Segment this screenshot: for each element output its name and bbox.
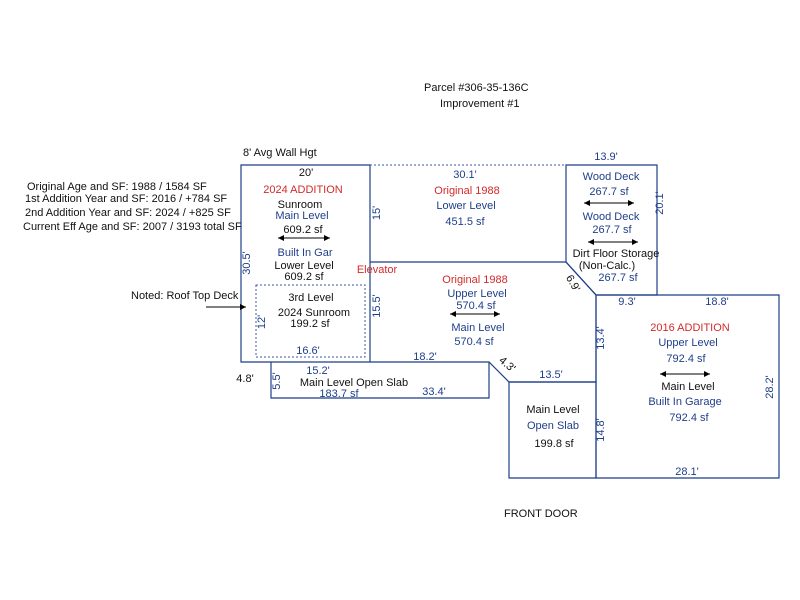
roof-deck-arrow [206, 304, 246, 310]
original-age-note: Original Age and SF: 1988 / 1584 SF [27, 181, 207, 193]
open-slab-1-label: Main Level Open Slab [300, 377, 408, 389]
dim-13-5: 13.5' [539, 369, 563, 381]
dim-18-2: 18.2' [413, 351, 437, 363]
non-calc-label: (Non-Calc.) [579, 260, 635, 272]
wood-deck-sf-1: 267.7 sf [589, 186, 629, 198]
2024-addition-title: 2024 ADDITION [263, 184, 343, 196]
wood-deck-label-2: Wood Deck [583, 211, 640, 223]
dirt-floor-storage-label: Dirt Floor Storage [573, 248, 660, 260]
3rd-level-label: 3rd Level [288, 292, 333, 304]
dim-15-5: 15.5' [371, 294, 383, 318]
dim-9-3: 9.3' [618, 296, 635, 308]
2024-main-level-label: Main Level [275, 210, 328, 222]
original-lower-sf: 451.5 sf [445, 216, 485, 228]
dim-18-8: 18.8' [705, 296, 729, 308]
roof-deck-note: Noted: Roof Top Deck [131, 290, 239, 302]
wall-height-note: 8' Avg Wall Hgt [243, 147, 317, 159]
2024-lower-sf: 609.2 sf [284, 271, 324, 283]
2024-sunroom-label: Sunroom [278, 199, 323, 211]
2016-upper-level-label: Upper Level [658, 337, 717, 349]
wood-deck-sf-2: 267.7 sf [592, 224, 632, 236]
2024-built-in-gar-label: Built In Gar [277, 247, 332, 259]
dim-28-1: 28.1' [675, 466, 699, 478]
dim-12: 12' [256, 315, 268, 329]
arrow-dirt-storage [588, 239, 638, 245]
dim-15: 15' [371, 206, 383, 220]
dim-30-1: 30.1' [453, 169, 477, 181]
wall-3rd-level-sunroom [255, 284, 366, 358]
dirt-floor-sf: 267.7 sf [598, 272, 638, 284]
current-eff-note: Current Eff Age and SF: 2007 / 3193 tota… [23, 221, 242, 233]
original-lower-level-label: Lower Level [436, 200, 495, 212]
dim-14-8: 14.8' [595, 418, 607, 442]
front-door-label: FRONT DOOR [504, 508, 578, 520]
dim-4-8: 4.8' [236, 373, 253, 385]
arrow-original-upper [450, 311, 500, 317]
dim-15-2: 15.2' [306, 365, 330, 377]
parcel-number: Parcel #306-35-136C [424, 82, 529, 94]
addition1-note: 1st Addition Year and SF: 2016 / +784 SF [25, 193, 227, 205]
elevator-label: Elevator [357, 264, 398, 276]
arrow-2016-addition [660, 371, 710, 377]
2024-lower-level-label: Lower Level [274, 260, 333, 272]
2016-addition-title: 2016 ADDITION [650, 322, 730, 334]
original-lower-title: Original 1988 [434, 185, 499, 197]
original-upper-level-label: Upper Level [447, 288, 506, 300]
original-main-sf: 570.4 sf [454, 336, 494, 348]
2016-upper-sf: 792.4 sf [666, 353, 706, 365]
addition2-note: 2nd Addition Year and SF: 2024 / +825 SF [25, 207, 231, 219]
2016-main-level-label: Main Level [661, 381, 714, 393]
open-slab-1-sf: 183.7 sf [319, 388, 359, 400]
open-slab-2-label-1: Main Level [526, 404, 579, 416]
3rd-level-sf: 199.2 sf [290, 318, 330, 330]
arrow-wood-deck [584, 200, 634, 206]
wall-open-slab-front [508, 381, 597, 479]
wall-open-slab-left [270, 362, 490, 399]
dim-13-9: 13.9' [594, 151, 618, 163]
dim-30-5: 30.5' [241, 251, 253, 275]
original-upper-title: Original 1988 [442, 274, 507, 286]
2016-main-sf: 792.4 sf [669, 412, 709, 424]
original-upper-sf: 570.4 sf [456, 300, 496, 312]
2024-sunroom-3rd-label: 2024 Sunroom [278, 307, 350, 319]
original-main-level-label: Main Level [451, 322, 504, 334]
2024-main-sf: 609.2 sf [283, 224, 323, 236]
2016-built-in-garage-label: Built In Garage [648, 396, 721, 408]
dim-13-4: 13.4' [595, 326, 607, 350]
arrow-2024-main [278, 235, 330, 241]
dim-20-1: 20.1' [654, 191, 666, 215]
open-slab-2-label-2: Open Slab [527, 420, 579, 432]
wood-deck-label-1: Wood Deck [583, 171, 640, 183]
dim-16-6: 16.6' [296, 345, 320, 357]
improvement-label: Improvement #1 [440, 98, 519, 110]
dim-28-2: 28.2' [764, 375, 776, 399]
dim-20: 20' [299, 167, 313, 179]
dim-5-5: 5.5' [271, 372, 283, 389]
open-slab-2-sf: 199.8 sf [534, 438, 574, 450]
dim-33-4: 33.4' [422, 386, 446, 398]
